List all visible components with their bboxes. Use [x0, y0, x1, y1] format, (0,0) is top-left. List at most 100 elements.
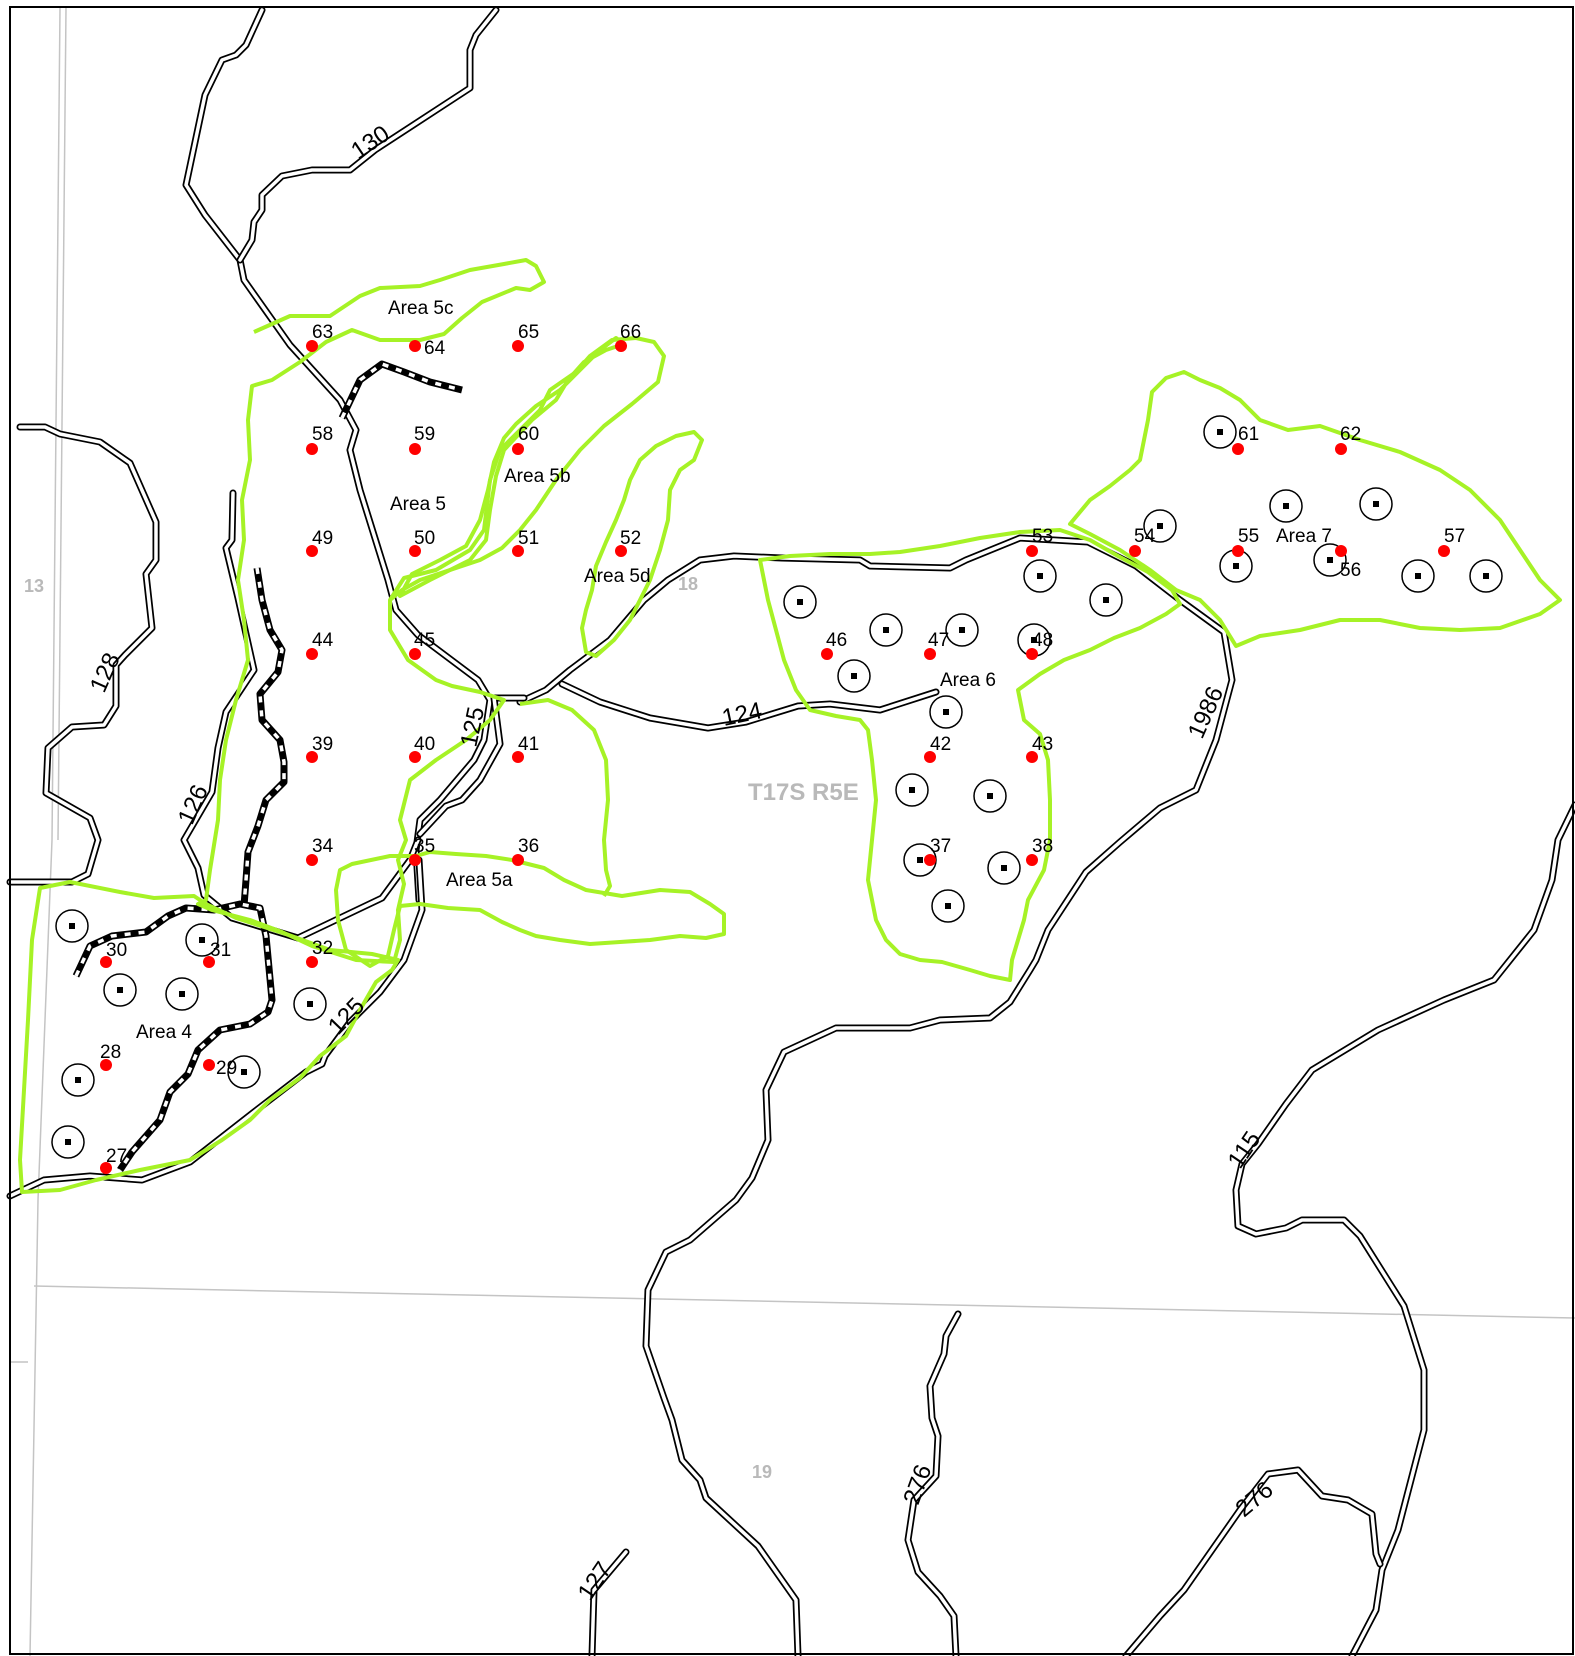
plot-point-29[interactable]: [203, 1059, 215, 1071]
roads: [6, 6, 1575, 1656]
area-label-7: Area 7: [1276, 526, 1332, 547]
plot-label: 63: [312, 322, 333, 343]
plot-point-47[interactable]: [924, 648, 936, 660]
circle-dot-icon[interactable]: [987, 851, 1021, 885]
plot-point-51[interactable]: [512, 545, 524, 557]
circle-dot-icon[interactable]: [1143, 509, 1177, 543]
circle-dot-icon[interactable]: [293, 987, 327, 1021]
plot-point-59[interactable]: [409, 443, 421, 455]
plot-point-61[interactable]: [1232, 443, 1244, 455]
plot-label: 49: [312, 528, 333, 549]
circle-dot-icon[interactable]: [1089, 583, 1123, 617]
plot-point-58[interactable]: [306, 443, 318, 455]
plot-point-57[interactable]: [1438, 545, 1450, 557]
road-126: [180, 489, 422, 942]
plot-point-50[interactable]: [409, 545, 421, 557]
circle-dot-icon[interactable]: [903, 843, 937, 877]
circle-dot-icon[interactable]: [61, 1063, 95, 1097]
area-label-6: Area 6: [940, 670, 996, 691]
circle-dot-icon[interactable]: [185, 923, 219, 957]
plot-point-30[interactable]: [100, 956, 112, 968]
plot-point-46[interactable]: [821, 648, 833, 660]
plot-point-34[interactable]: [306, 854, 318, 866]
plot-point-65[interactable]: [512, 340, 524, 352]
plot-point-42[interactable]: [924, 751, 936, 763]
plot-point-39[interactable]: [306, 751, 318, 763]
area-label-5d: Area 5d: [584, 566, 651, 587]
plot-point-41[interactable]: [512, 751, 524, 763]
plot-label: 34: [312, 836, 334, 857]
plot-point-27[interactable]: [100, 1162, 112, 1174]
section-label-18: 18: [678, 574, 698, 594]
plot-point-36[interactable]: [512, 854, 524, 866]
plot-point-43[interactable]: [1026, 751, 1038, 763]
area-5-boundary: [196, 258, 666, 964]
plot-point-53[interactable]: [1026, 545, 1038, 557]
circle-dot-icon[interactable]: [1359, 487, 1393, 521]
plot-point-35[interactable]: [409, 854, 421, 866]
plot-label: 64: [424, 338, 446, 359]
section-lines: [10, 7, 1575, 1656]
road-125: [6, 856, 426, 1200]
plot-point-28[interactable]: [100, 1059, 112, 1071]
plot-point-62[interactable]: [1335, 443, 1347, 455]
plot-label: 43: [1032, 734, 1053, 755]
plot-point-55[interactable]: [1232, 545, 1244, 557]
plot-label: 65: [518, 322, 539, 343]
section-labels: 13 18 19 T17S R5E: [24, 574, 859, 1482]
plot-label: 38: [1032, 836, 1053, 857]
area-5a-boundary: [334, 850, 726, 968]
circle-dot-icon[interactable]: [945, 613, 979, 647]
circle-dot-icon[interactable]: [55, 909, 89, 943]
plot-label: 51: [518, 528, 539, 549]
circle-dot-icon[interactable]: [1203, 415, 1237, 449]
plot-point-60[interactable]: [512, 443, 524, 455]
plot-label: 39: [312, 734, 333, 755]
circle-dot-icon[interactable]: [1401, 559, 1435, 593]
circle-dot-icon[interactable]: [783, 585, 817, 619]
plot-label: 62: [1340, 424, 1361, 445]
circle-dot-icon[interactable]: [51, 1125, 85, 1159]
circle-dot-icon[interactable]: [1219, 549, 1253, 583]
circle-dot-icon[interactable]: [931, 889, 965, 923]
plot-point-31[interactable]: [203, 956, 215, 968]
road-label-115: 115: [1223, 1127, 1267, 1174]
circle-dot-icon[interactable]: [103, 973, 137, 1007]
plot-label: 35: [414, 836, 435, 857]
area-boundaries: [18, 258, 1562, 1194]
section-line-south: [33, 1285, 1575, 1319]
section-label-13: 13: [24, 576, 44, 596]
plot-point-37[interactable]: [924, 854, 936, 866]
plot-label: 47: [928, 630, 949, 651]
plot-point-45[interactable]: [409, 648, 421, 660]
area-label-5: Area 5: [390, 494, 446, 515]
circle-dot-icon[interactable]: [869, 613, 903, 647]
plot-point-38[interactable]: [1026, 854, 1038, 866]
plot-point-52[interactable]: [615, 545, 627, 557]
area-label-5a: Area 5a: [446, 870, 513, 891]
circle-dot-icon[interactable]: [1269, 489, 1303, 523]
plot-label: 29: [216, 1058, 237, 1079]
area-7-boundary: [1068, 370, 1562, 648]
circle-dot-icon[interactable]: [837, 659, 871, 693]
plot-point-56[interactable]: [1335, 545, 1347, 557]
circle-dot-icon[interactable]: [227, 1055, 261, 1089]
circle-dot-icon[interactable]: [973, 779, 1007, 813]
plot-point-48[interactable]: [1026, 648, 1038, 660]
circle-dot-icon[interactable]: [165, 977, 199, 1011]
plot-point-44[interactable]: [306, 648, 318, 660]
plot-point-66[interactable]: [615, 340, 627, 352]
plot-point-32[interactable]: [306, 956, 318, 968]
circle-dot-icon[interactable]: [1469, 559, 1503, 593]
road-276-west: [904, 1310, 962, 1656]
plot-point-54[interactable]: [1129, 545, 1141, 557]
plot-point-49[interactable]: [306, 545, 318, 557]
plot-point-40[interactable]: [409, 751, 421, 763]
circle-dot-icon[interactable]: [895, 773, 929, 807]
circle-dot-icon[interactable]: [1023, 559, 1057, 593]
circle-dot-icon[interactable]: [929, 695, 963, 729]
plot-point-64[interactable]: [409, 340, 421, 352]
area-6-boundary: [758, 528, 1182, 982]
plot-point-63[interactable]: [306, 340, 318, 352]
